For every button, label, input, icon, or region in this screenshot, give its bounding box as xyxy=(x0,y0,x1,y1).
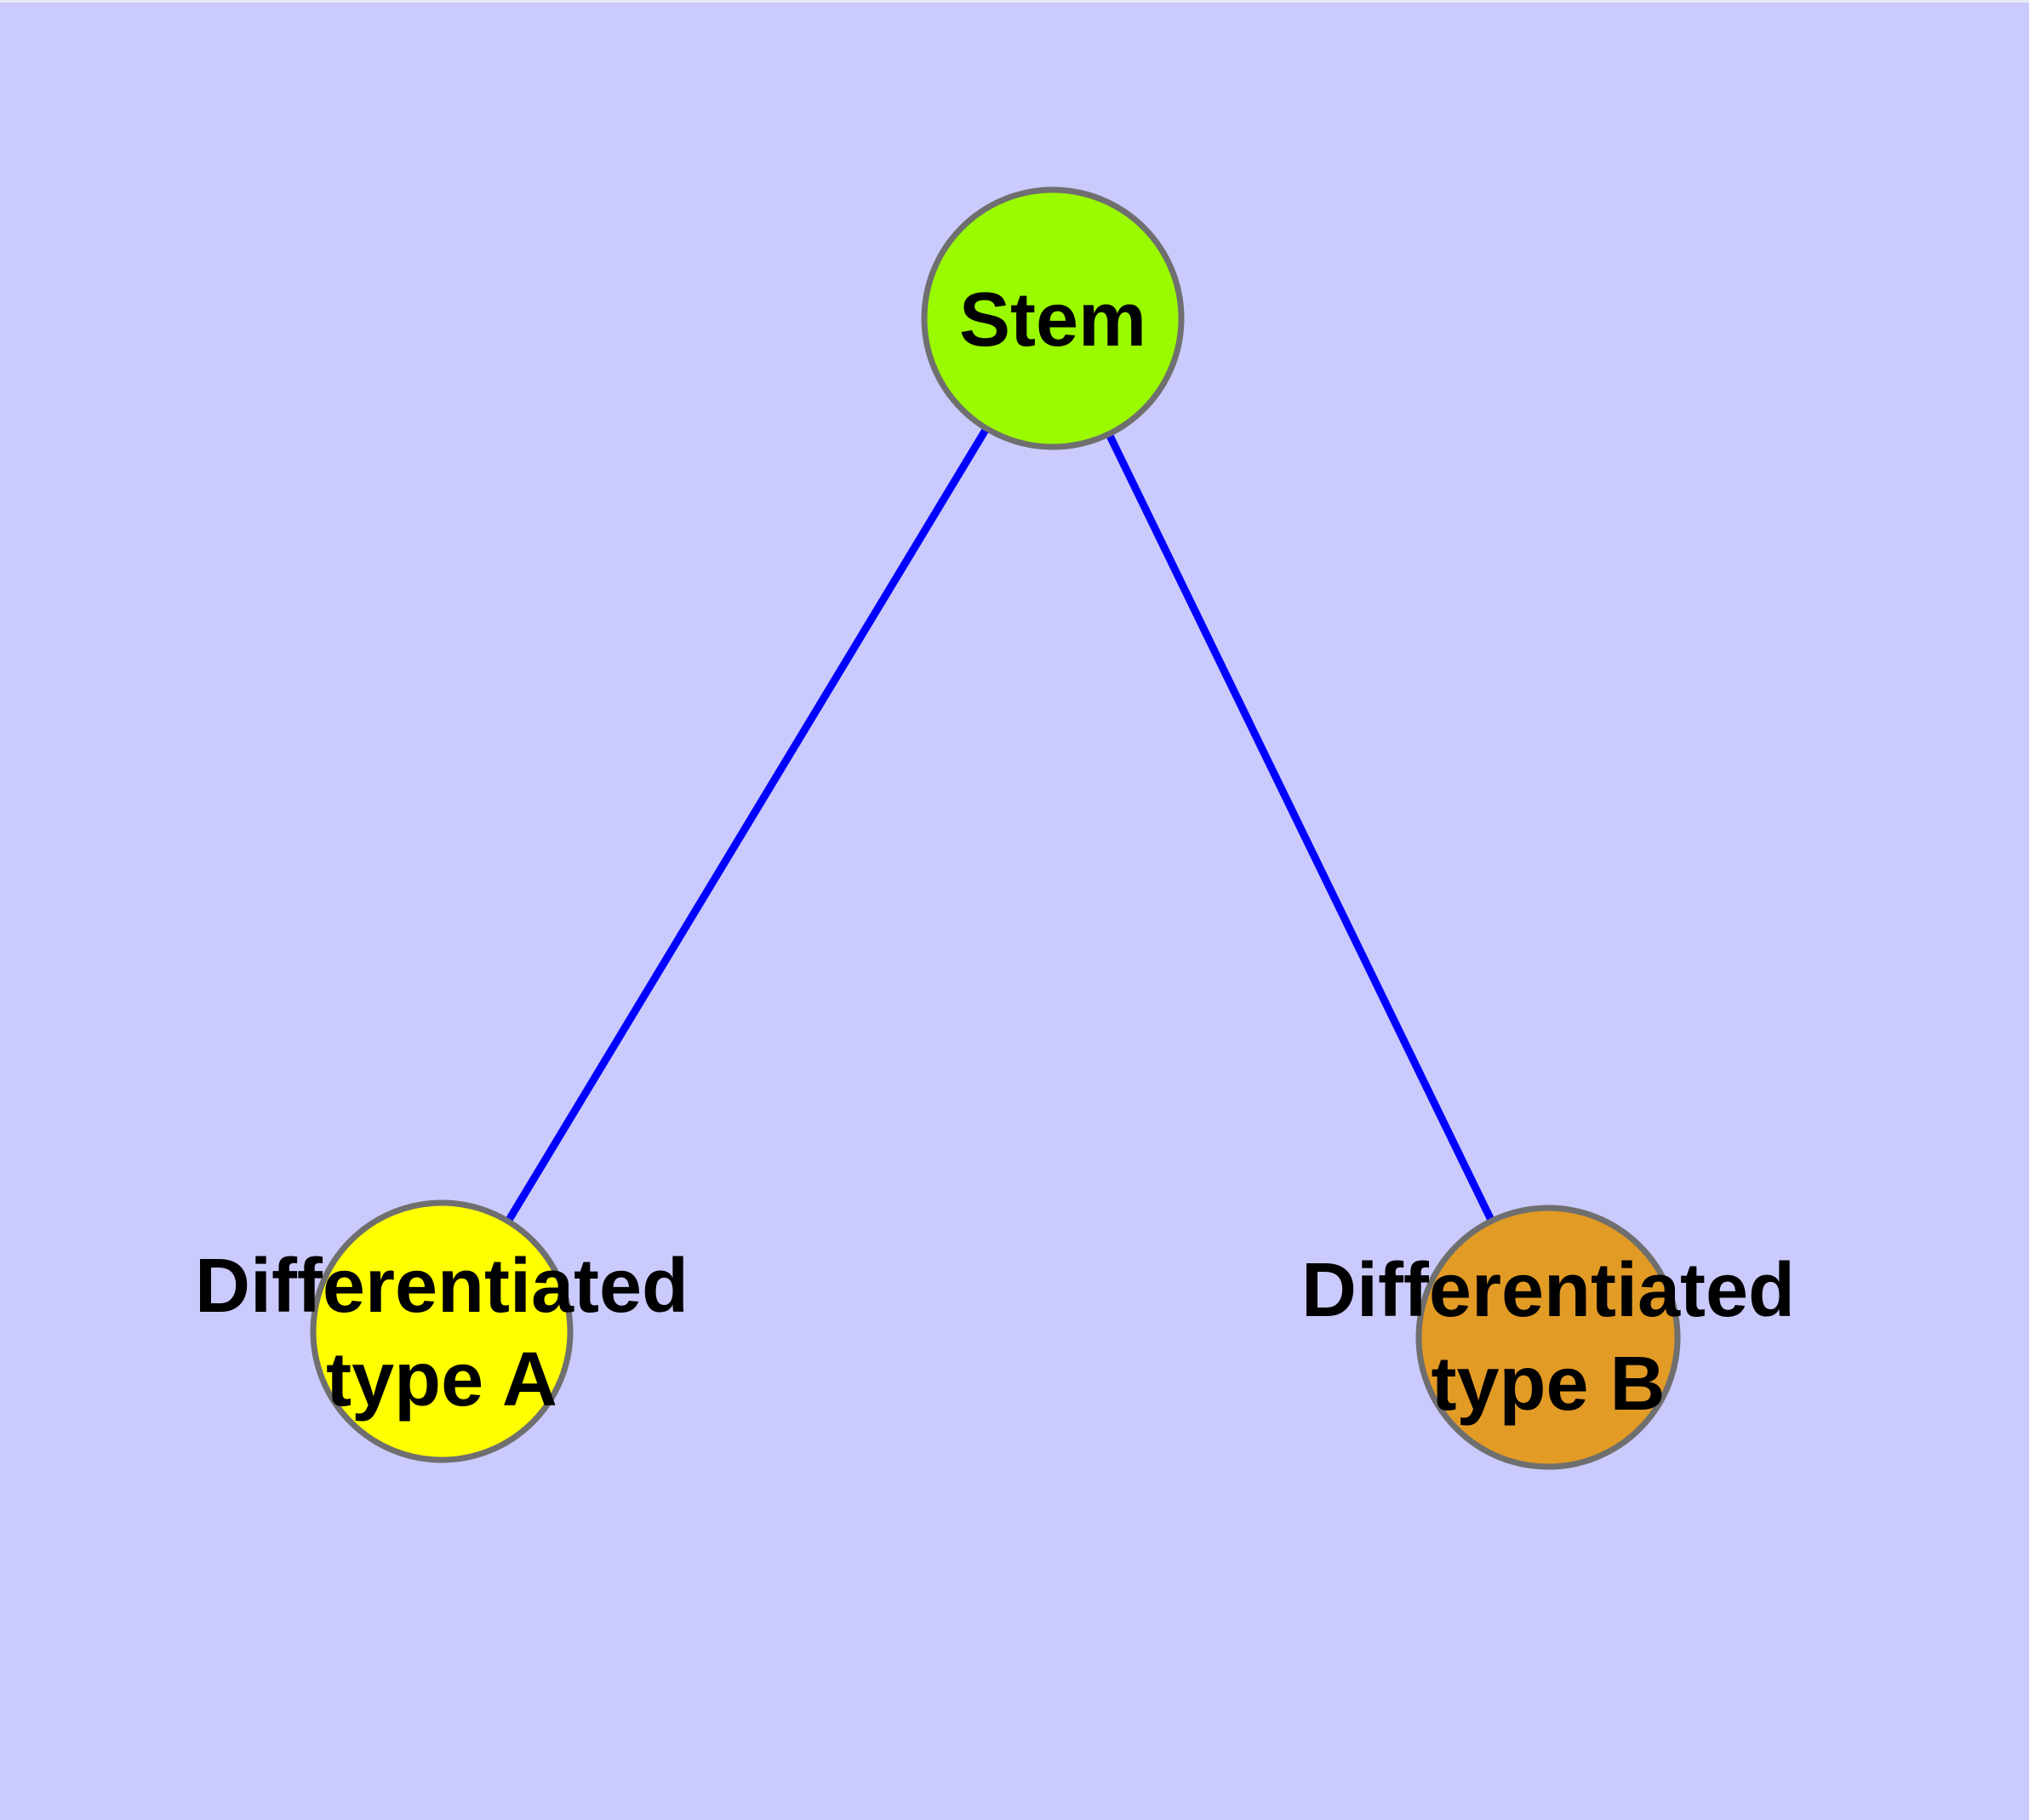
edge-stem-to-type-a xyxy=(438,316,1056,1334)
differentiated-type-a-label-line2: type A xyxy=(326,1337,557,1422)
edge-stem-to-type-b xyxy=(1049,317,1552,1339)
differentiated-type-b-label: Differentiated type B xyxy=(1301,1248,1795,1427)
differentiated-type-b-label-line2: type B xyxy=(1431,1342,1665,1427)
differentiated-type-b-label-line1: Differentiated xyxy=(1301,1248,1795,1333)
stem-node xyxy=(921,186,1185,450)
differentiated-type-a-label-line1: Differentiated xyxy=(195,1244,689,1329)
differentiated-type-b-node xyxy=(1415,1205,1681,1470)
differentiated-type-a-label: Differentiated type A xyxy=(195,1244,689,1422)
stem-node-label: Stem xyxy=(959,278,1146,363)
differentiated-type-a-node xyxy=(310,1199,574,1463)
window-top-edge xyxy=(0,0,2029,3)
